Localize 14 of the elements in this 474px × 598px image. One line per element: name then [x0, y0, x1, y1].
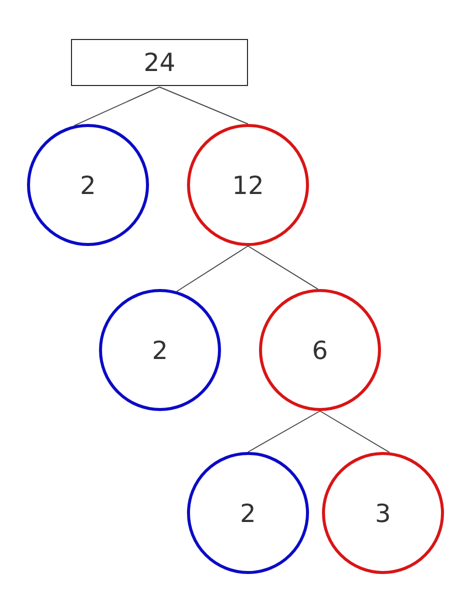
- branch-line: [159, 86, 248, 124]
- number-label: 24: [144, 48, 176, 77]
- branch-line: [248, 246, 318, 290]
- number-label: 6: [312, 336, 328, 364]
- branch-line: [248, 410, 320, 452]
- number-label: 2: [80, 170, 96, 200]
- number-label: 2: [152, 336, 168, 364]
- number-label: 3: [375, 498, 391, 528]
- number-box: [71, 39, 248, 86]
- branch-line: [74, 86, 160, 126]
- branch-line: [320, 410, 390, 453]
- number-label: 2: [240, 498, 256, 528]
- number-label: 12: [232, 170, 264, 200]
- branch-line: [176, 246, 248, 292]
